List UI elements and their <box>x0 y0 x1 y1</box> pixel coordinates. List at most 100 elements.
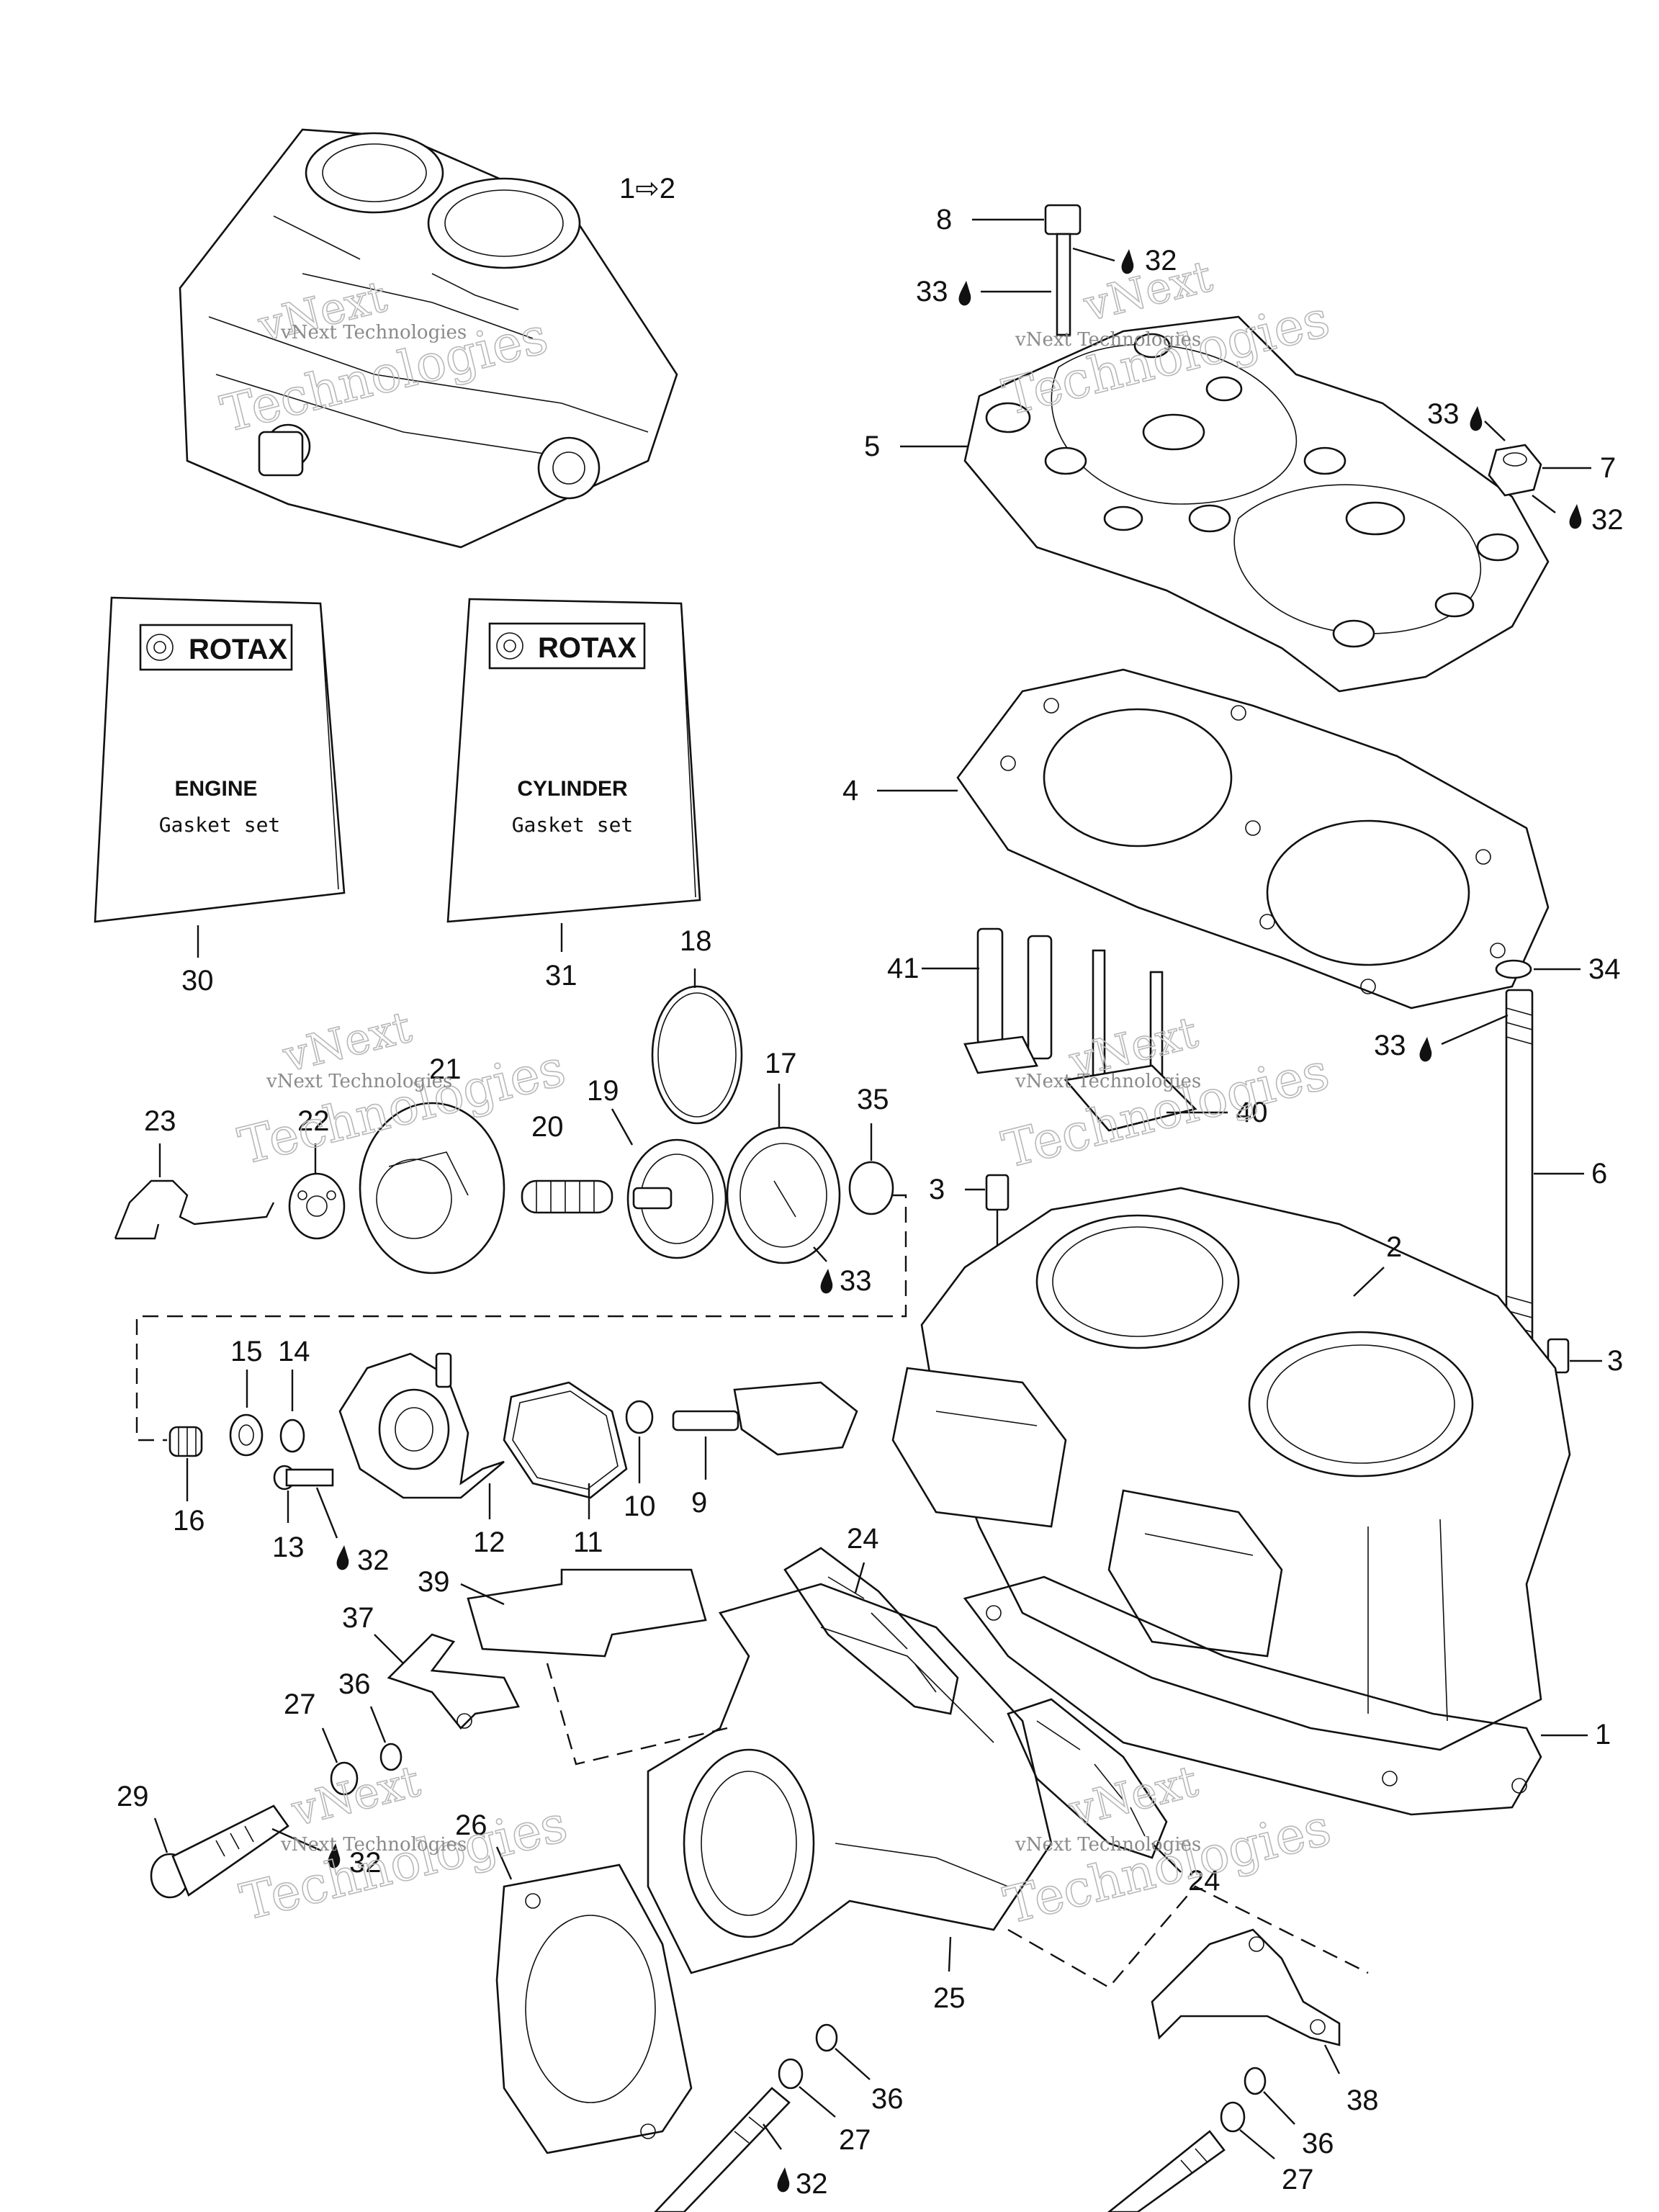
callout-24: 24 <box>847 1523 879 1555</box>
watermark-4-small: vNext Technologies <box>1015 1071 1201 1092</box>
callout-8: 8 <box>936 204 952 235</box>
gasket-11 <box>503 1381 628 1499</box>
callout-31: 31 <box>545 960 577 992</box>
crankcase-assembly <box>179 128 678 549</box>
intake-manifold-25 <box>647 1583 1053 1974</box>
lockwasher-27c <box>1220 2101 1246 2133</box>
washer-34 <box>1495 959 1532 979</box>
callout-5: 5 <box>864 431 880 462</box>
sensor-41 <box>963 927 1053 1074</box>
gasket-39 <box>467 1568 707 1658</box>
watermark-6-small: vNext Technologies <box>1015 1834 1201 1856</box>
stud-lower-right <box>1107 2130 1226 2212</box>
cylinder-block <box>891 1187 1571 1751</box>
callout-11: 11 <box>573 1527 603 1558</box>
gasket-24-lower <box>1007 1698 1168 1859</box>
pump-housing-12 <box>338 1352 505 1499</box>
callout-29: 29 <box>117 1781 149 1812</box>
o-ring-35 <box>848 1161 894 1215</box>
spring-clip-23 <box>114 1179 275 1240</box>
callout-41: 41 <box>887 953 920 984</box>
callout-18: 18 <box>680 925 712 957</box>
callout-21: 21 <box>429 1053 462 1085</box>
watermark-2-small: vNext Technologies <box>1015 329 1201 351</box>
callout-23: 23 <box>144 1105 176 1137</box>
watermark-1-small: vNext Technologies <box>280 322 467 343</box>
callout-38: 38 <box>1346 2085 1379 2116</box>
callout-36a: 36 <box>338 1668 371 1700</box>
callout-36b: 36 <box>871 2083 904 2115</box>
engine-bag-title: ENGINE <box>174 777 257 801</box>
lockwasher-27b <box>778 2058 804 2090</box>
lockwasher-27a <box>330 1761 359 1796</box>
callout-15: 15 <box>230 1336 263 1367</box>
engine-gasket-bag: ROTAX ENGINE Gasket set <box>94 596 346 923</box>
callout-1-to-2: 1⇨2 <box>619 173 675 204</box>
o-ring-10 <box>625 1400 654 1434</box>
assembly-dashed-line <box>135 1194 907 1442</box>
callout-27b: 27 <box>839 2124 871 2156</box>
callout-25: 25 <box>933 1982 966 2014</box>
base-gasket <box>963 1575 1542 1816</box>
washer-36b <box>815 2023 838 2052</box>
callout-27c: 27 <box>1282 2164 1314 2195</box>
svg-text:vNext: vNext <box>287 1756 425 1837</box>
engine-bag-subtitle: Gasket set <box>159 813 281 837</box>
callout-30: 30 <box>181 965 214 997</box>
o-ring-18 <box>651 985 743 1125</box>
callout-32b: 32 <box>1591 504 1624 536</box>
o-ring-14 <box>279 1419 305 1453</box>
callout-4: 4 <box>842 775 858 806</box>
manifold-dashed-line <box>1007 1885 1369 1989</box>
callout-13: 13 <box>272 1532 305 1563</box>
callout-27a: 27 <box>284 1689 316 1720</box>
screw-13 <box>273 1465 334 1491</box>
thermostat-housing-17 <box>726 1126 841 1264</box>
head-gasket <box>956 668 1550 1010</box>
callout-37: 37 <box>342 1602 374 1634</box>
callout-3b: 3 <box>1607 1345 1623 1377</box>
callout-32d: 32 <box>349 1847 382 1879</box>
cylinder-bag-brand: ROTAX <box>538 632 637 664</box>
callout-34: 34 <box>1588 953 1621 985</box>
svg-text:Technologies: Technologies <box>999 1797 1336 1936</box>
callout-20: 20 <box>531 1111 564 1143</box>
watermark-3-small: vNext Technologies <box>266 1071 452 1092</box>
callout-36c: 36 <box>1302 2128 1334 2159</box>
callout-22: 22 <box>297 1105 330 1137</box>
callout-12: 12 <box>473 1527 505 1558</box>
callout-9: 9 <box>691 1487 707 1519</box>
cylinder-gasket-bag: ROTAX CYLINDER Gasket set <box>446 598 701 923</box>
spring-20 <box>521 1179 613 1214</box>
callout-39: 39 <box>418 1566 450 1598</box>
bracket-dashed-line <box>546 1663 728 1766</box>
engine-bag-brand: ROTAX <box>189 634 287 665</box>
callout-32a: 32 <box>1145 245 1177 276</box>
nut-7 <box>1488 444 1542 497</box>
washer-36c <box>1244 2067 1267 2095</box>
callout-6: 6 <box>1591 1158 1607 1190</box>
gasket-24-upper <box>783 1547 959 1715</box>
thermostat-19 <box>626 1138 727 1259</box>
bolt-29 <box>150 1804 289 1899</box>
cylinder-bag-subtitle: Gasket set <box>512 813 634 837</box>
watermark-5-small: vNext Technologies <box>280 1834 467 1856</box>
stud-6 <box>1505 989 1534 1366</box>
stud-lower-left <box>654 2087 791 2212</box>
plug-16 <box>168 1426 203 1457</box>
callout-33a: 33 <box>916 276 948 307</box>
callout-33c: 33 <box>1374 1030 1406 1061</box>
impeller-shaft-9 <box>672 1381 858 1456</box>
head-bolt-8 <box>1044 204 1082 336</box>
callout-16: 16 <box>173 1505 205 1537</box>
callout-19: 19 <box>587 1075 619 1107</box>
bracket-38 <box>1151 1928 1341 2046</box>
bracket-37 <box>387 1633 520 1730</box>
callout-1: 1 <box>1595 1719 1611 1750</box>
callout-33b: 33 <box>1427 398 1460 430</box>
dowel-3-left <box>985 1174 1010 1211</box>
callout-35: 35 <box>857 1084 889 1115</box>
callout-3a: 3 <box>929 1174 945 1205</box>
callout-40: 40 <box>1236 1097 1268 1128</box>
callout-32c: 32 <box>357 1545 390 1576</box>
